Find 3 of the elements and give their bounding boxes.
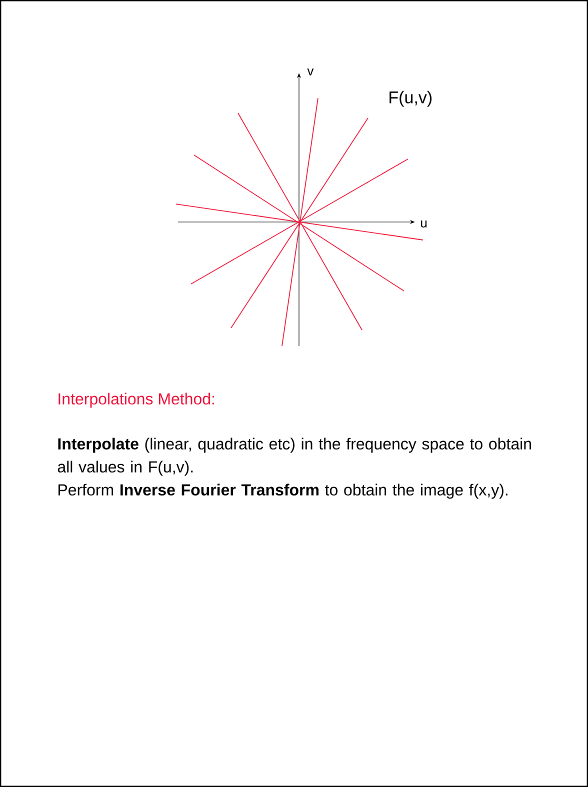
section-heading: Interpolations Method: — [58, 392, 214, 408]
paragraph: Perform Inverse Fourier Transform to obtain the image f(x,y). — [58, 484, 508, 499]
paragraph: Interpolate (linear, quadratic etc) in the frequency space to obtain all values in F(u,v). — [58, 438, 531, 476]
